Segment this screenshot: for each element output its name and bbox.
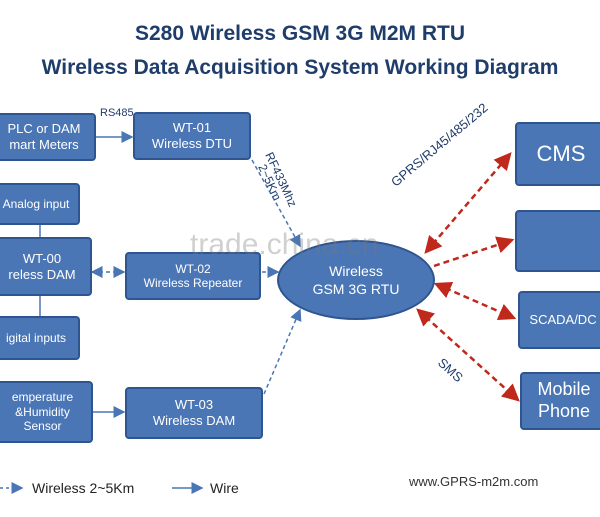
cms-box: CMS: [515, 122, 600, 186]
rtu-ellipse: Wireless GSM 3G RTU: [277, 240, 435, 320]
dam-left-line-2: reless DAM: [8, 266, 76, 282]
analog-input-label: Analog input: [2, 196, 70, 211]
rtu-line-1: Wireless: [329, 262, 383, 279]
digital-inputs-box: igital inputs: [0, 316, 80, 360]
wt02-line-1: WT-02: [175, 261, 211, 276]
wt03-line-1: WT-03: [174, 397, 214, 413]
plc-box: PLC or DAM mart Meters: [0, 113, 96, 161]
blank-box: [515, 210, 600, 272]
legend-wire-label: Wire: [210, 480, 239, 496]
website-url: www.GPRS-m2m.com: [409, 474, 539, 489]
temperature-sensor-box: emperature &Humidity Sensor: [0, 381, 93, 443]
scada-box: SCADA/DC: [518, 291, 600, 349]
link-rtu-cms: [424, 152, 512, 254]
wt01-line-1: WT-01: [172, 120, 212, 136]
wt01-line-2: Wireless DTU: [151, 136, 233, 151]
wt01-box: WT-01 Wireless DTU: [133, 112, 251, 160]
temp-line-3: Sensor: [23, 419, 62, 434]
dam-left-line-1: WT-00: [22, 250, 62, 266]
wt03-box: WT-03 Wireless DAM: [125, 387, 263, 439]
legend-wireless-label: Wireless 2~5Km: [32, 480, 135, 496]
plc-line-1: PLC or DAM: [7, 121, 81, 137]
mobile-line-1: Mobile: [537, 379, 591, 400]
mobile-line-2: Phone: [537, 401, 591, 421]
cms-label: CMS: [536, 140, 586, 166]
title-line-2: Wireless Data Acquisition System Working…: [41, 56, 559, 79]
plc-line-2: mart Meters: [9, 137, 79, 152]
wt02-box: WT-02 Wireless Repeater: [125, 252, 261, 300]
wireless-wt01-rtu: [251, 159, 301, 248]
link-rtu-mobile: [416, 308, 520, 402]
mobile-phone-box: Mobile Phone: [520, 372, 600, 430]
scada-label: SCADA/DC: [529, 312, 597, 328]
watermark: trade.china.cn: [190, 228, 379, 261]
temp-line-1: emperature: [11, 390, 74, 405]
title-line-1: S280 Wireless GSM 3G M2M RTU: [134, 22, 466, 45]
analog-input-box: Analog input: [0, 183, 80, 225]
rs485-label: RS485: [100, 107, 134, 119]
temp-line-2: &Humidity: [15, 404, 70, 419]
wt02-line-2: Wireless Repeater: [143, 276, 243, 290]
link-rtu-box: [433, 236, 515, 268]
wireless-wt03-rtu: [263, 308, 302, 395]
dam-left-box: WT-00 reless DAM: [0, 237, 92, 296]
digital-inputs-label: igital inputs: [5, 330, 67, 345]
link-rtu-scada: [433, 281, 517, 321]
rtu-line-2: GSM 3G RTU: [312, 281, 400, 297]
wt03-line-2: Wireless DAM: [152, 413, 236, 428]
